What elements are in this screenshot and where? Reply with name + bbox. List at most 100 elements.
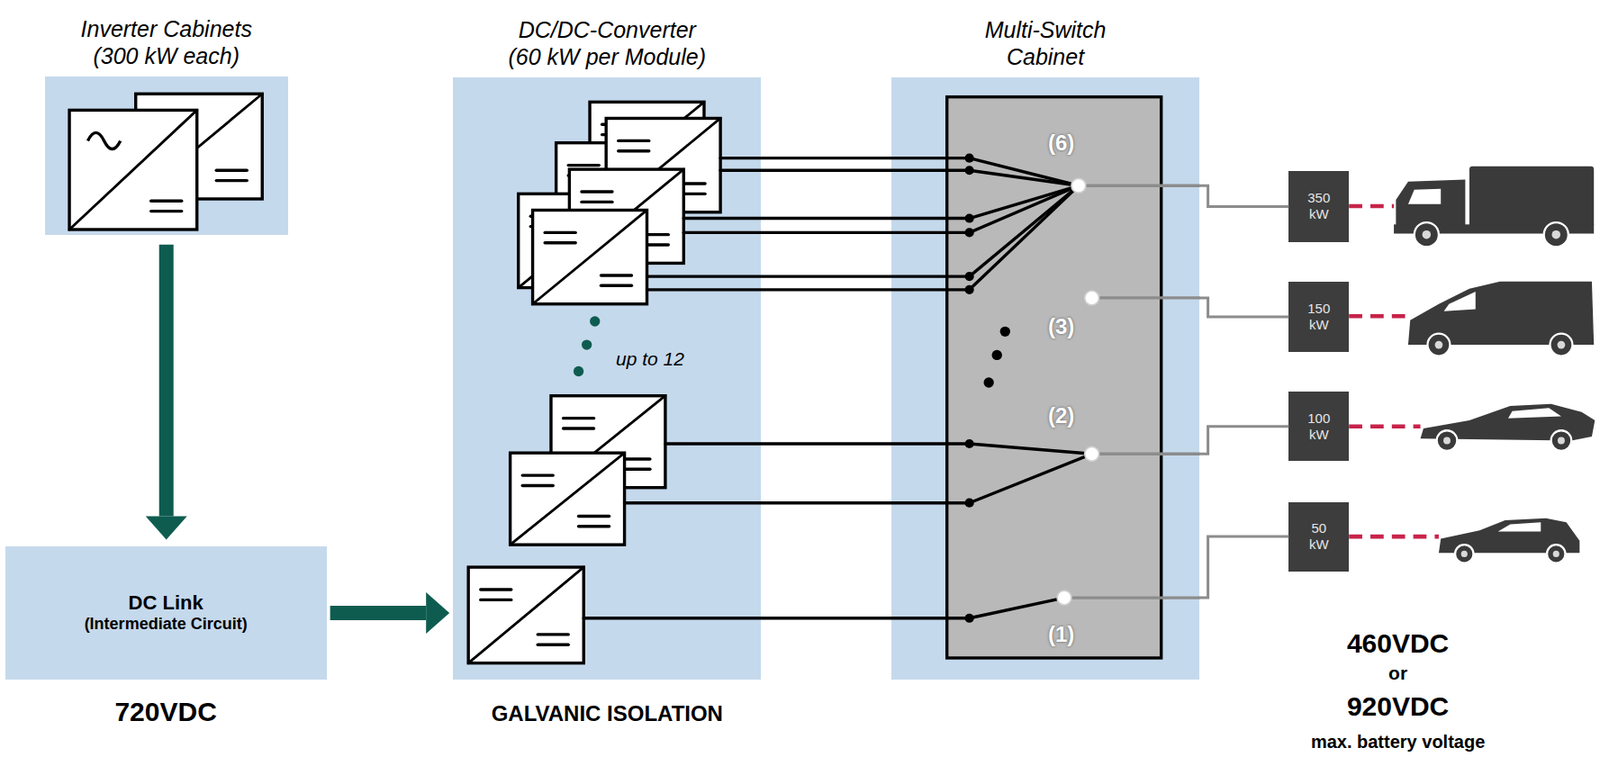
wire <box>665 442 970 445</box>
converter-outline <box>69 109 198 230</box>
converter-diagonal <box>589 101 705 196</box>
converter-outline <box>510 452 625 545</box>
flow-arrow <box>330 605 427 621</box>
dc-symbol <box>151 209 182 213</box>
dc-symbol <box>578 515 610 518</box>
truck-window <box>1408 189 1441 205</box>
charger-box: 150 kW <box>1288 281 1349 353</box>
output-wire <box>1092 452 1200 456</box>
panel-title: Multi-Switch Cabinet <box>955 16 1136 71</box>
converter-diagonal <box>556 143 671 237</box>
dc-symbol <box>601 273 633 277</box>
charging-cable <box>1348 204 1394 209</box>
wheel <box>1551 430 1573 452</box>
dc-symbol <box>658 175 689 179</box>
converter-diagonal <box>569 169 684 263</box>
converter-symbol <box>518 193 633 288</box>
charger-box: 350 kW <box>1288 171 1349 242</box>
converter-symbol <box>135 93 263 199</box>
output-wire <box>1064 596 1200 599</box>
sports-car-window <box>1508 407 1562 418</box>
converter-outline <box>589 101 705 196</box>
dc-symbol <box>568 173 599 177</box>
wire <box>969 185 1079 277</box>
callout-number: (2) <box>1048 404 1075 428</box>
wire <box>683 231 969 235</box>
converter-symbol <box>589 101 705 196</box>
dc-symbol <box>624 206 656 209</box>
ellipsis-dot <box>1000 326 1011 337</box>
dc-symbol <box>530 215 561 218</box>
box-label: (Intermediate Circuit) <box>84 614 248 635</box>
output-cable <box>1199 426 1290 455</box>
dc-symbol <box>637 243 669 246</box>
wire <box>969 185 1079 290</box>
truck-cab <box>1395 179 1465 228</box>
dc-symbol <box>618 149 650 153</box>
dc-symbol <box>544 231 576 235</box>
converter-symbol <box>468 567 584 664</box>
callout-number: (3) <box>1048 314 1075 338</box>
dc-symbol <box>581 200 613 204</box>
converter-diagonal <box>533 209 648 304</box>
dc-symbol <box>602 133 633 136</box>
panel-title: Inverter Cabinets (300 kW each) <box>58 15 275 70</box>
converter-diagonal <box>605 117 721 212</box>
wheel-hub <box>1443 437 1451 445</box>
converter-diagonal <box>135 93 263 199</box>
wire <box>624 501 970 505</box>
box-label: DC Link <box>128 591 204 615</box>
wheel-hub <box>1422 230 1432 240</box>
converter-outline <box>556 143 671 237</box>
switch-point <box>1057 590 1072 606</box>
dc-symbol <box>619 457 651 461</box>
dc-symbol <box>658 165 689 169</box>
terminal-dot <box>965 213 975 223</box>
callout-number: (6) <box>1048 130 1075 154</box>
dc-symbol <box>587 267 618 271</box>
truck-body <box>1469 166 1594 228</box>
box-label: 350 kW <box>1300 189 1338 223</box>
voltage-label: 460VDC <box>1346 627 1449 658</box>
converter-outline <box>533 209 648 304</box>
panel-title: DC/DC-Converter (60 kW per Module) <box>498 16 715 71</box>
converter-diagonal <box>510 452 625 545</box>
converter-diagonal <box>518 193 633 288</box>
switch-housing <box>947 97 1162 659</box>
wheel <box>1455 544 1474 563</box>
dc-symbol <box>216 179 247 182</box>
dc-symbol <box>601 284 633 288</box>
dc-symbol <box>216 169 247 172</box>
wheel-hub <box>1461 551 1468 558</box>
converter-diagonal <box>551 396 666 489</box>
converter-outline <box>135 93 263 199</box>
dc-symbol <box>151 199 182 203</box>
charger-box: 100 kW <box>1288 391 1349 462</box>
dc-symbol <box>522 484 553 488</box>
charger-box: 50 kW <box>1288 502 1349 572</box>
output-wire <box>1078 184 1200 188</box>
callout-number: (1) <box>1048 623 1075 647</box>
note: up to 12 <box>615 348 685 370</box>
output-cable <box>1199 536 1290 598</box>
dc-symbol <box>537 643 569 647</box>
converter-symbol <box>569 169 684 263</box>
panel-caption: 720VDC <box>114 696 217 729</box>
note: max. battery voltage <box>1310 732 1485 752</box>
switch-point <box>1071 178 1086 193</box>
flow-arrow <box>159 244 174 517</box>
wire <box>969 185 1079 218</box>
dc-symbol <box>544 241 576 245</box>
wire <box>647 288 970 291</box>
dc-link-box: DC Link(Intermediate Circuit)720VDC <box>5 546 327 679</box>
wheel <box>1437 430 1458 452</box>
dc-symbol <box>637 233 669 236</box>
terminal-dot <box>965 153 975 163</box>
wheel-hub <box>1553 551 1560 558</box>
dc-symbol <box>522 473 553 477</box>
charging-cable <box>1348 314 1409 319</box>
converter-outline <box>569 169 684 263</box>
dc-symbol <box>480 587 512 591</box>
panel-caption: GALVANIC ISOLATION <box>491 701 724 728</box>
